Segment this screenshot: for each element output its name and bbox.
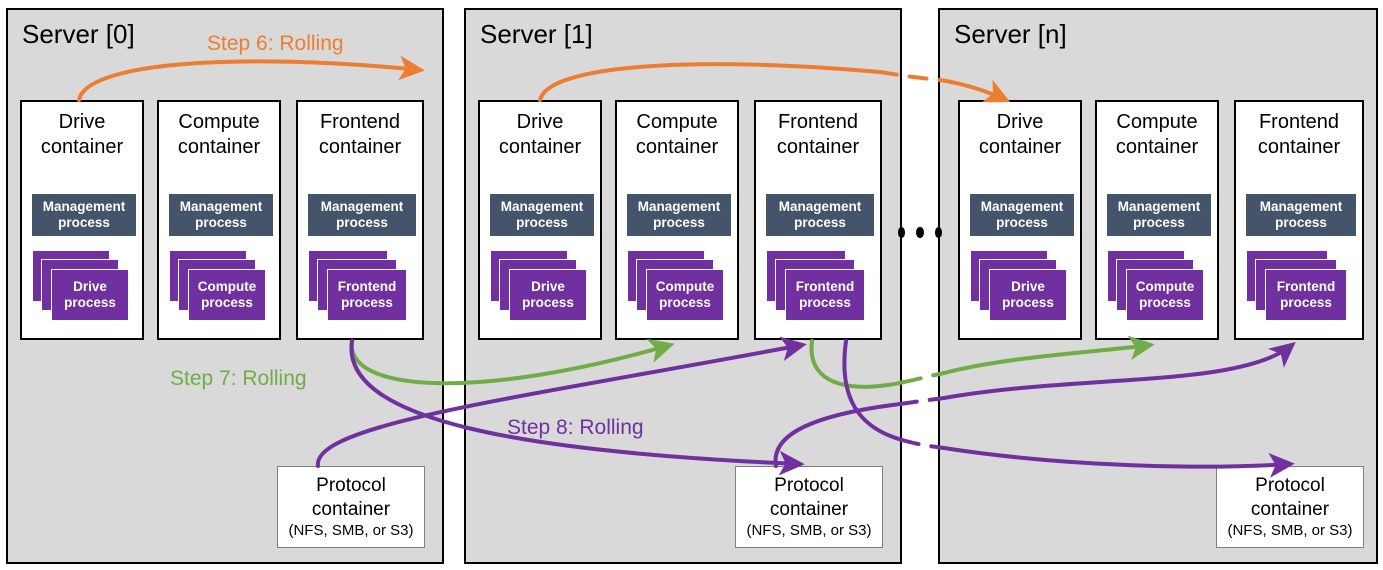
step7-label: Step 7: Rolling bbox=[170, 367, 307, 390]
protocol-subtitle: (NFS, SMB, or S3) bbox=[1227, 522, 1353, 540]
step6-label: Step 6: Rolling bbox=[207, 32, 344, 55]
ellipsis-dot bbox=[916, 226, 924, 238]
server-label-n: Server [n] bbox=[954, 19, 1067, 49]
step8-label: Step 8: Rolling bbox=[507, 416, 644, 439]
server-label-1: Server [1] bbox=[480, 19, 593, 49]
protocol-subtitle: (NFS, SMB, or S3) bbox=[746, 522, 872, 540]
ellipsis-indicator bbox=[898, 222, 942, 242]
ellipsis-dot bbox=[934, 226, 942, 238]
ellipsis-dot bbox=[898, 226, 906, 238]
server-label-0: Server [0] bbox=[22, 19, 135, 49]
protocol-subtitle: (NFS, SMB, or S3) bbox=[288, 522, 414, 540]
